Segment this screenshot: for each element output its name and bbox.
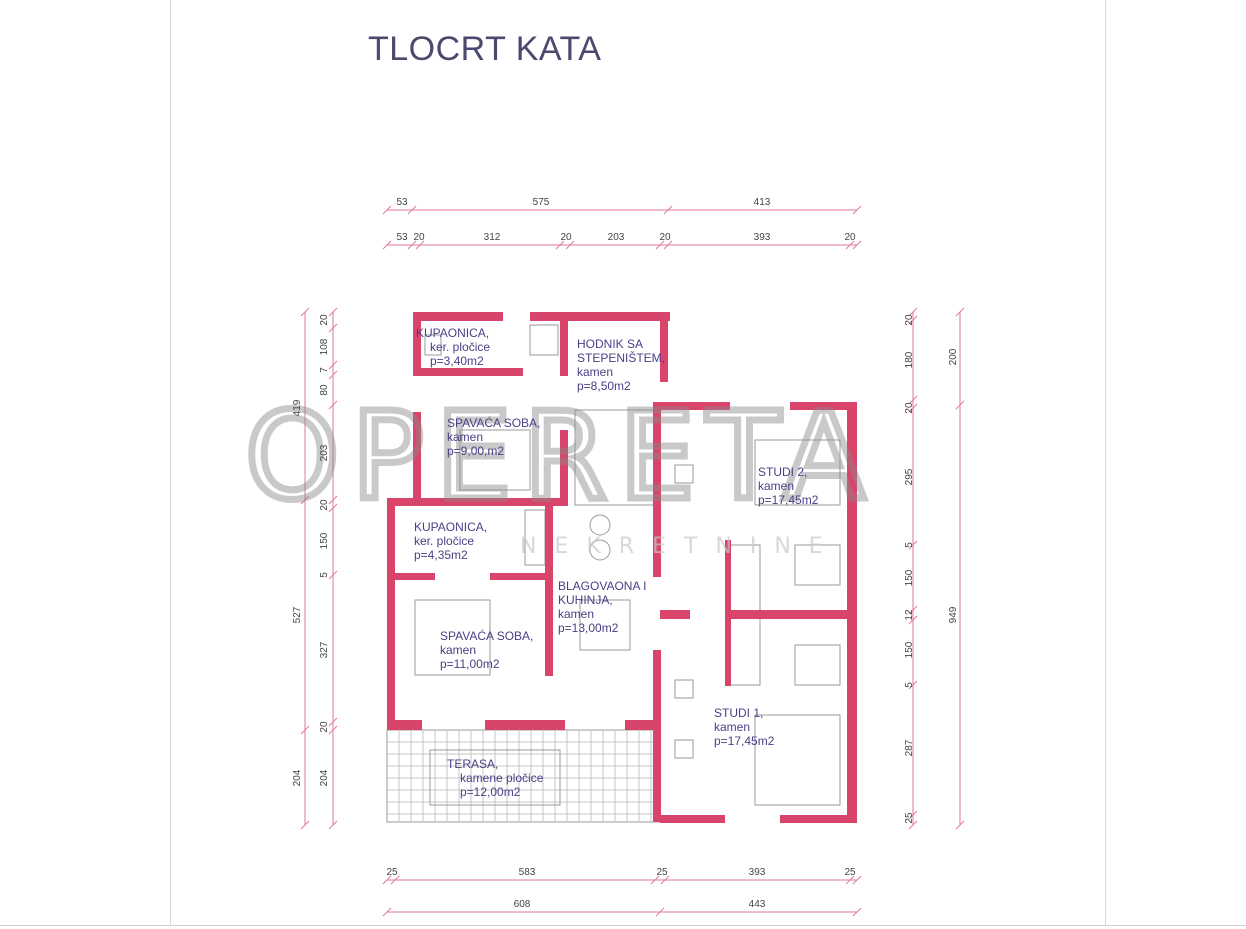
svg-text:KUHINJA,: KUHINJA,	[558, 593, 613, 607]
dimension-label: 25	[386, 867, 398, 878]
svg-text:SPAVAĆA SOBA,: SPAVAĆA SOBA,	[447, 415, 540, 430]
room-label-bedroom-1: SPAVAĆA SOBA, kamen p=9,00,m2	[447, 415, 540, 458]
svg-text:p=12,00m2: p=12,00m2	[460, 785, 521, 799]
dimension-label: 25	[656, 867, 668, 878]
dimension-label: 150	[904, 641, 915, 658]
dimension-label: 80	[319, 384, 330, 396]
terrace-tiles	[386, 729, 661, 823]
dimension-label: 295	[904, 468, 915, 485]
dimension-label: 150	[319, 532, 330, 549]
watermark-logo: OPERETA NEKRETNINE	[242, 385, 877, 560]
dimension-label: 53	[396, 232, 408, 243]
svg-text:SPAVAĆA SOBA,: SPAVAĆA SOBA,	[440, 628, 533, 643]
dimension-label: 608	[514, 899, 531, 910]
svg-text:p=17,45m2: p=17,45m2	[714, 734, 775, 748]
plan-title: TLOCRT KATA	[368, 30, 602, 68]
svg-text:p=9,00,m2: p=9,00,m2	[447, 444, 504, 458]
dimension-label: 150	[904, 569, 915, 586]
dimension-lines	[300, 205, 965, 917]
dimension-label: 20	[904, 402, 915, 414]
svg-text:ker. pločice: ker. pločice	[414, 534, 474, 548]
dimension-label: 327	[319, 641, 330, 658]
room-label-studio-1: STUDI 1, kamen p=17,45m2	[714, 706, 775, 748]
dimension-label: 5	[319, 572, 330, 578]
dimension-label: 20	[560, 232, 572, 243]
dimension-label: 527	[292, 606, 303, 623]
dimension-label: 413	[754, 197, 771, 208]
dimension-label: 20	[319, 721, 330, 733]
svg-text:BLAGOVAONA I: BLAGOVAONA I	[558, 579, 646, 593]
svg-text:p=11,00m2: p=11,00m2	[440, 657, 500, 671]
dimension-label: 393	[754, 232, 771, 243]
svg-text:HODNIK SA: HODNIK SA	[577, 337, 643, 351]
dimension-label: 20	[319, 314, 330, 326]
room-label-terrace: TERASA, kamene pločice p=12,00m2	[447, 757, 544, 799]
dimension-label: 5	[904, 542, 915, 548]
svg-text:p=3,40m2: p=3,40m2	[430, 354, 484, 368]
svg-text:p=17,45m2: p=17,45m2	[758, 493, 819, 507]
dimension-label: 949	[948, 606, 959, 623]
dimension-label: 203	[319, 444, 330, 461]
dimension-label: 20	[904, 314, 915, 326]
svg-text:kamen: kamen	[758, 479, 794, 493]
dimension-label: 204	[292, 769, 303, 786]
svg-text:KUPAONICA,: KUPAONICA,	[414, 520, 487, 534]
svg-text:p=4,35m2: p=4,35m2	[414, 548, 468, 562]
svg-text:TERASA,: TERASA,	[447, 757, 498, 771]
dimension-label: 7	[319, 367, 330, 373]
dimension-label: 203	[608, 232, 625, 243]
svg-text:kamen: kamen	[577, 365, 613, 379]
svg-text:KUPAONICA,: KUPAONICA,	[416, 326, 489, 340]
dimension-label: 25	[904, 812, 915, 824]
dimension-label: 20	[413, 232, 425, 243]
dimension-label: 20	[319, 499, 330, 511]
dimension-label: 443	[749, 899, 766, 910]
room-label-dining-kitchen: BLAGOVAONA I KUHINJA, kamen p=13,00m2	[558, 579, 646, 635]
dimension-label: 312	[484, 232, 501, 243]
room-label-studio-2: STUDI 2, kamen p=17,45m2	[758, 465, 819, 507]
svg-text:ker. pločice: ker. pločice	[430, 340, 490, 354]
svg-text:p=13,00m2: p=13,00m2	[558, 621, 619, 635]
svg-text:OPERETA: OPERETA	[245, 388, 877, 527]
dimension-label: 419	[292, 399, 303, 416]
dimension-label: 20	[844, 232, 856, 243]
room-label-bathroom-1: KUPAONICA, ker. pločice p=3,40m2	[416, 326, 490, 368]
svg-text:kamene pločice: kamene pločice	[460, 771, 544, 785]
dimension-label: 12	[904, 609, 915, 621]
dimension-label: 5	[904, 682, 915, 688]
page-border-bottom	[0, 925, 1246, 926]
dimension-label: 393	[749, 867, 766, 878]
dimension-label: 53	[396, 197, 408, 208]
svg-text:kamen: kamen	[558, 607, 594, 621]
walls	[387, 312, 857, 823]
dimension-label: 204	[319, 769, 330, 786]
room-label-bedroom-2: SPAVAĆA SOBA, kamen p=11,00m2	[440, 628, 533, 671]
dimension-label: 180	[904, 351, 915, 368]
room-label-bathroom-2: KUPAONICA, ker. pločice p=4,35m2	[414, 520, 487, 562]
svg-text:kamen: kamen	[447, 430, 483, 444]
page-border-left	[170, 0, 171, 925]
dimension-label: 287	[904, 739, 915, 756]
dimension-label: 575	[533, 197, 550, 208]
dimension-label: 583	[519, 867, 536, 878]
svg-text:kamen: kamen	[440, 643, 476, 657]
svg-text:NEKRETNINE: NEKRETNINE	[520, 534, 841, 559]
page-border-right	[1105, 0, 1106, 925]
dimension-label: 108	[319, 338, 330, 355]
dimension-label: 20	[659, 232, 671, 243]
dimension-label: 25	[844, 867, 856, 878]
svg-text:STEPENIŠTEM,: STEPENIŠTEM,	[577, 350, 665, 365]
dimension-label: 200	[948, 348, 959, 365]
svg-text:STUDI 1,: STUDI 1,	[714, 706, 763, 720]
room-label-hallway: HODNIK SA STEPENIŠTEM, kamen p=8,50m2	[577, 337, 665, 393]
svg-text:STUDI 2,: STUDI 2,	[758, 465, 807, 479]
svg-text:kamen: kamen	[714, 720, 750, 734]
svg-text:p=8,50m2: p=8,50m2	[577, 379, 631, 393]
